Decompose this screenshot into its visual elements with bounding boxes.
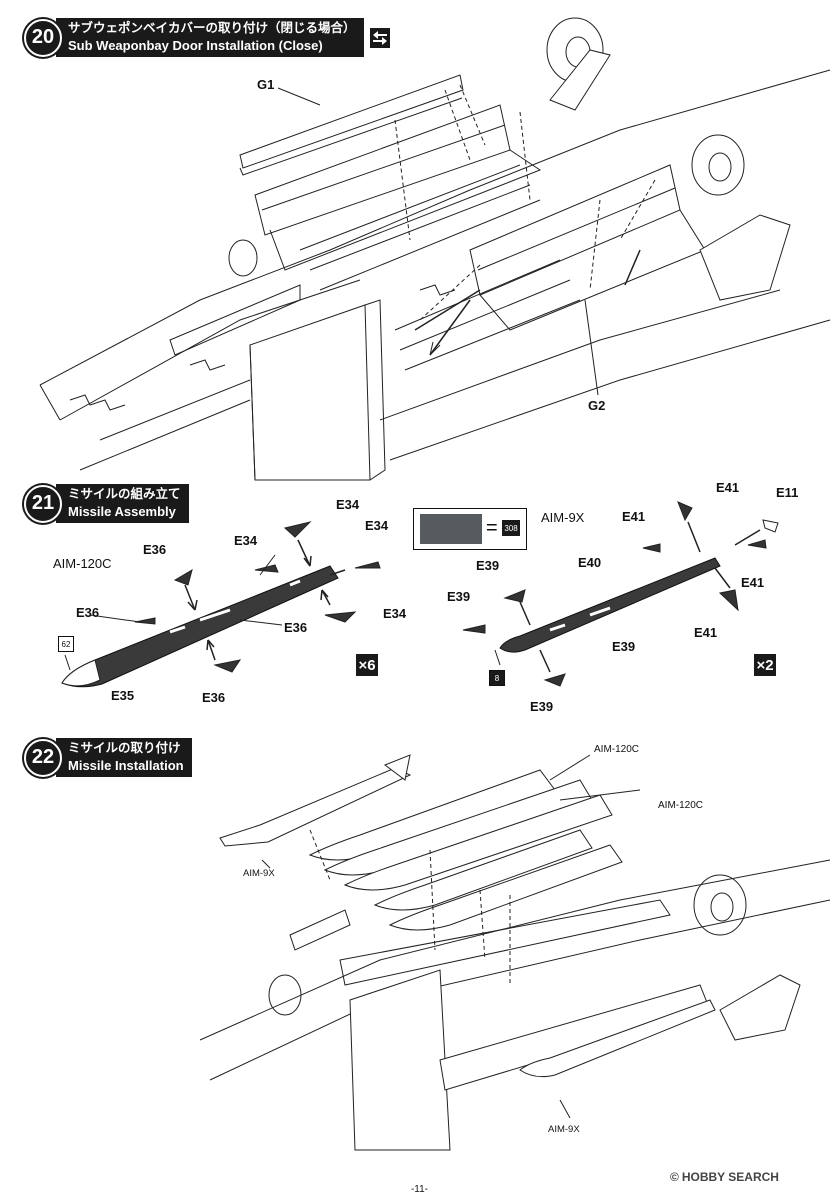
- part-label-e40: E40: [578, 555, 602, 570]
- part-label-e41: E41: [741, 575, 765, 590]
- paint-code-badge: 308: [502, 520, 520, 536]
- step-number: 21: [24, 484, 62, 523]
- step21-aim120c-drawing: [61, 521, 381, 688]
- part-label-e34: E34: [383, 606, 407, 621]
- part-label-g2: G2: [588, 398, 606, 413]
- step-title-en: Sub Weaponbay Door Installation (Close): [68, 38, 323, 53]
- quantity-badge: ×2: [754, 654, 776, 676]
- paint-code-badge: 62: [58, 636, 74, 652]
- step21-aim9x-drawing: [462, 501, 779, 687]
- quantity-badge: ×6: [356, 654, 378, 676]
- step-title: ミサイルの取り付け Missile Installation: [56, 738, 192, 777]
- step22-airframe-drawing: [199, 754, 831, 1151]
- part-label-e36: E36: [202, 690, 226, 705]
- part-label-e41: E41: [716, 480, 740, 495]
- step-number: 22: [24, 738, 62, 777]
- step-title-jp: ミサイルの組み立て: [68, 487, 181, 501]
- watermark-text: HOBBY SEARCH: [681, 1170, 779, 1184]
- part-label-e35: E35: [111, 688, 135, 703]
- part-label-e41: E41: [694, 625, 718, 640]
- part-label-g1: G1: [257, 77, 275, 92]
- step-title-en: Missile Installation: [68, 758, 184, 773]
- step-22-header: 22 ミサイルの取り付け Missile Installation: [24, 738, 192, 777]
- part-label-e36: E36: [284, 620, 308, 635]
- paint-code-badge: 8: [489, 670, 505, 686]
- hobby-search-watermark: © HOBBY SEARCH: [670, 1170, 779, 1184]
- step20-airframe-drawing: [39, 17, 831, 481]
- part-label-e39: E39: [612, 639, 636, 654]
- color-chip-box: = 308: [413, 508, 527, 550]
- part-label-e36: E36: [143, 542, 167, 557]
- part-label-e41: E41: [622, 509, 646, 524]
- missile-label-aim9x: AIM-9X: [548, 1124, 580, 1135]
- part-label-e39: E39: [530, 699, 554, 714]
- page-number: -11-: [410, 1184, 429, 1195]
- step-title: ミサイルの組み立て Missile Assembly: [56, 484, 189, 523]
- missile-name-aim120c: AIM-120C: [53, 556, 112, 571]
- missile-name-aim9x: AIM-9X: [541, 510, 585, 525]
- equals-sign: =: [486, 517, 498, 539]
- color-swatch: [420, 514, 482, 544]
- step-title-jp: ミサイルの取り付け: [68, 741, 181, 755]
- step-title-en: Missile Assembly: [68, 504, 176, 519]
- part-label-e34: E34: [336, 497, 360, 512]
- step-20-header: 20 サブウェポンベイカバーの取り付け（閉じる場合） Sub Weaponbay…: [24, 18, 390, 57]
- part-label-e34: E34: [234, 533, 258, 548]
- step-number: 20: [24, 18, 62, 57]
- part-label-e11: E11: [776, 485, 799, 500]
- step-title: サブウェポンベイカバーの取り付け（閉じる場合） Sub Weaponbay Do…: [56, 18, 364, 57]
- step-21-header: 21 ミサイルの組み立て Missile Assembly: [24, 484, 189, 523]
- missile-label-aim9x: AIM-9X: [243, 868, 275, 879]
- swap-arrows-icon: [369, 27, 390, 48]
- missile-label-aim120c: AIM-120C: [594, 744, 640, 755]
- part-label-e36: E36: [76, 605, 100, 620]
- part-label-e34: E34: [365, 518, 389, 533]
- step-title-jp: サブウェポンベイカバーの取り付け（閉じる場合）: [68, 21, 356, 35]
- copyright-icon: ©: [670, 1170, 679, 1184]
- part-label-e39: E39: [476, 558, 500, 573]
- part-label-e39: E39: [447, 589, 471, 604]
- missile-label-aim120c: AIM-120C: [658, 800, 704, 811]
